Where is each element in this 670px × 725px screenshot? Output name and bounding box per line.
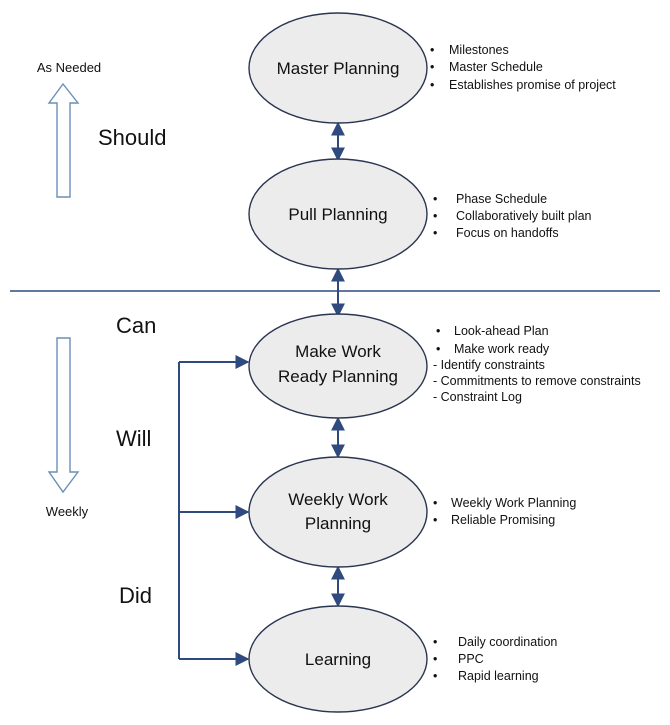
- node-label-line2: Ready Planning: [278, 367, 398, 386]
- bullet-dot: •: [433, 669, 437, 683]
- node-label: Pull Planning: [288, 205, 387, 224]
- node-label: Master Planning: [277, 59, 400, 78]
- notes-learning: • Daily coordination • PPC • Rapid learn…: [433, 635, 557, 683]
- note-subitem: - Identify constraints: [433, 358, 545, 372]
- note-item: Master Schedule: [449, 60, 543, 74]
- weekly-label: Weekly: [46, 504, 89, 519]
- note-item: Look-ahead Plan: [454, 324, 549, 338]
- bullet-dot: •: [430, 60, 434, 74]
- notes-pull: • Phase Schedule • Collaboratively built…: [433, 192, 592, 240]
- node-label-line1: Weekly Work: [288, 490, 388, 509]
- note-item: Focus on handoffs: [456, 226, 559, 240]
- will-label: Will: [116, 426, 151, 451]
- bullet-dot: •: [433, 635, 437, 649]
- note-item: PPC: [458, 652, 484, 666]
- node-label: Learning: [305, 650, 371, 669]
- note-subitem: - Constraint Log: [433, 390, 522, 404]
- as-needed-label: As Needed: [37, 60, 101, 75]
- bullet-dot: •: [430, 78, 434, 92]
- notes-master: • Milestones • Master Schedule • Establi…: [430, 43, 616, 92]
- note-item: Rapid learning: [458, 669, 539, 683]
- node-label-line2: Planning: [305, 514, 371, 533]
- feedback-bracket: [178, 355, 250, 666]
- bullet-dot: •: [433, 226, 437, 240]
- bullet-dot: •: [433, 513, 437, 527]
- note-item: Phase Schedule: [456, 192, 547, 206]
- note-item: Reliable Promising: [451, 513, 555, 527]
- bullet-dot: •: [433, 209, 437, 223]
- node-make-work-ready-planning: Make Work Ready Planning: [248, 313, 428, 419]
- notes-weekly: • Weekly Work Planning • Reliable Promis…: [433, 496, 576, 527]
- up-arrow-icon: [47, 82, 80, 198]
- note-item: Collaboratively built plan: [456, 209, 592, 223]
- notes-make-ready: • Look-ahead Plan • Make work ready - Id…: [433, 324, 641, 404]
- bullet-dot: •: [430, 43, 434, 57]
- bullet-dot: •: [436, 342, 440, 356]
- can-label: Can: [116, 313, 156, 338]
- node-learning: Learning: [248, 605, 428, 713]
- note-item: Weekly Work Planning: [451, 496, 576, 510]
- node-pull-planning: Pull Planning: [248, 158, 428, 270]
- bullet-dot: •: [436, 324, 440, 338]
- bullet-dot: •: [433, 652, 437, 666]
- node-label-line1: Make Work: [295, 342, 381, 361]
- note-item: Daily coordination: [458, 635, 557, 649]
- note-item: Make work ready: [454, 342, 550, 356]
- note-item: Establishes promise of project: [449, 78, 616, 92]
- did-label: Did: [119, 583, 152, 608]
- note-item: Milestones: [449, 43, 509, 57]
- bullet-dot: •: [433, 192, 437, 206]
- should-label: Should: [98, 125, 167, 150]
- node-weekly-work-planning: Weekly Work Planning: [248, 456, 428, 568]
- note-subitem: - Commitments to remove constraints: [433, 374, 641, 388]
- down-arrow-icon: [47, 337, 80, 494]
- node-master-planning: Master Planning: [248, 12, 428, 124]
- bullet-dot: •: [433, 496, 437, 510]
